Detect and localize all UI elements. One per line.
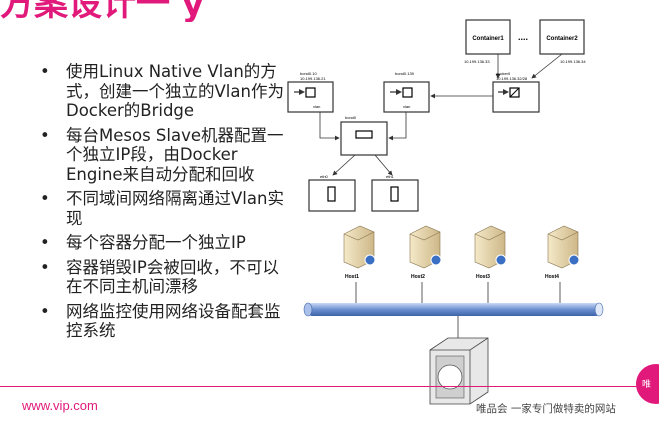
eth0-label: eth0 xyxy=(320,174,329,179)
host-server-1 xyxy=(343,225,376,269)
host-server-2 xyxy=(409,225,442,269)
container2-box xyxy=(539,19,585,55)
footer-slogan: 唯品会 一家专门做特卖的网站 xyxy=(476,403,616,415)
docker0-label: docker0 xyxy=(496,71,511,76)
bullet-item: 使用Linux Native Vlan的方式，创建一个独立的Vlan作为Dock… xyxy=(36,62,286,121)
bullet-item: 不同域间网络隔离通过Vlan实现 xyxy=(36,189,286,228)
bullet-item: 网络监控使用网络设备配套监控系统 xyxy=(36,302,286,341)
host2-label: Host2 xyxy=(411,274,425,280)
container2-label: Container2 xyxy=(546,36,578,42)
ellipsis: .... xyxy=(518,32,528,42)
bond0-139-vlan: vlan xyxy=(403,104,410,109)
bond0-10-ip: 10.199.136.21 xyxy=(300,76,326,81)
brand-corner-badge: 唯 xyxy=(636,364,659,404)
footer-url[interactable]: www.vip.com xyxy=(22,398,98,413)
bullet-item: 每个容器分配一个独立IP xyxy=(36,233,286,253)
bullet-item: 每台Mesos Slave机器配置一个独立IP段，由Docker Engine来… xyxy=(36,126,286,185)
bullet-item: 容器销毁IP会被回收，不可以在不同主机间漂移 xyxy=(36,258,286,297)
host4-label: Host4 xyxy=(545,274,559,280)
host3-label: Host3 xyxy=(476,274,490,280)
container1-label: Container1 xyxy=(472,36,504,42)
bond0-10-vlan: vlan xyxy=(313,104,320,109)
ip2-label: 10.199.136.34 xyxy=(560,59,586,64)
ip1-label: 10.199.136.33 xyxy=(464,59,490,64)
footer-divider xyxy=(0,386,659,387)
bond0-label: bond0 xyxy=(345,115,357,120)
network-switch-icon xyxy=(429,337,489,405)
eth0-box xyxy=(308,179,356,212)
container1-box xyxy=(465,19,511,55)
network-bus xyxy=(306,303,602,316)
slide-title-fragment: 方案设计一 y xyxy=(0,0,204,22)
eth1-box xyxy=(371,179,419,212)
eth1-label: eth1 xyxy=(386,174,395,179)
brand-corner-label: 唯 xyxy=(642,380,652,390)
bullet-list: 使用Linux Native Vlan的方式，创建一个独立的Vlan作为Dock… xyxy=(36,62,286,346)
host-server-4 xyxy=(547,225,580,269)
host-server-3 xyxy=(474,225,507,269)
docker0-ip: 10.199.136.32/28 xyxy=(496,76,528,81)
host1-label: Host1 xyxy=(345,274,359,280)
bond0-139-label: bond0.139 xyxy=(395,71,415,76)
bond0-10-label: bond0.10 xyxy=(300,71,317,76)
